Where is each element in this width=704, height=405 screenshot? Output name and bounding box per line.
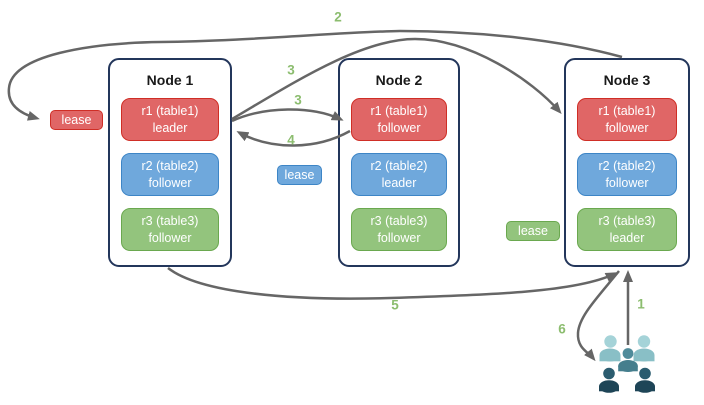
replica-role: follower (148, 175, 192, 190)
arrow-step-5-node1-to-node3 (167, 267, 618, 300)
step-label-3a: 3 (287, 62, 295, 78)
replica-name: r1 (table1) (370, 104, 428, 119)
replica-role: follower (377, 230, 421, 245)
step-label-2: 2 (334, 9, 342, 25)
lease-label-r3: lease (506, 221, 560, 241)
replica-role: leader (152, 120, 188, 135)
step-label-4: 4 (287, 132, 295, 148)
node-2-title: Node 2 (375, 72, 423, 88)
replica-role: follower (377, 120, 421, 135)
replica-name: r1 (table1) (598, 104, 656, 119)
arrow-step-3-leader-to-node2-follower (231, 108, 344, 123)
replica-role: leader (381, 175, 417, 190)
replica-name: r3 (table3) (141, 214, 199, 229)
person-front-left (599, 367, 619, 393)
node-2-replica-r3: r3 (table3) follower (351, 208, 447, 251)
node-3-replica-r1: r1 (table1) follower (577, 98, 677, 141)
node-3-replica-r3: r3 (table3) leader (577, 208, 677, 251)
replica-name: r2 (table2) (598, 159, 656, 174)
arrow-step-2-node3-to-lease (7, 29, 623, 121)
step-label-1: 1 (637, 296, 645, 312)
node-1-box: Node 1 r1 (table1) leader r2 (table2) fo… (108, 58, 232, 267)
person-back-right (633, 335, 655, 362)
replica-name: r3 (table3) (370, 214, 428, 229)
person-back-left (599, 335, 621, 362)
node-3-title: Node 3 (603, 72, 651, 88)
node-1-replica-r2: r2 (table2) follower (121, 153, 219, 196)
replica-role: follower (148, 230, 192, 245)
step-label-3b: 3 (294, 92, 302, 108)
replica-name: r1 (table1) (141, 104, 199, 119)
node-1-replica-r3: r3 (table3) follower (121, 208, 219, 251)
person-middle (618, 348, 638, 372)
replica-name: r2 (table2) (141, 159, 199, 174)
lease-label-r1: lease (50, 110, 103, 130)
node-2-replica-r1: r1 (table1) follower (351, 98, 447, 141)
node-2-box: Node 2 r1 (table1) follower r2 (table2) … (338, 58, 460, 267)
users-icon (599, 335, 655, 393)
replica-role: leader (609, 230, 645, 245)
lease-label-r2: lease (277, 165, 322, 185)
replica-role: follower (605, 175, 649, 190)
step-label-6: 6 (558, 321, 566, 337)
replica-name: r3 (table3) (598, 214, 656, 229)
node-3-box: Node 3 r1 (table1) follower r2 (table2) … (564, 58, 690, 267)
node-1-replica-r1: r1 (table1) leader (121, 98, 219, 141)
person-front-right (635, 367, 655, 393)
node-1-title: Node 1 (146, 72, 194, 88)
step-label-5: 5 (391, 297, 399, 313)
node-2-replica-r2: r2 (table2) leader (351, 153, 447, 196)
replica-role: follower (605, 120, 649, 135)
replica-name: r2 (table2) (370, 159, 428, 174)
node-3-replica-r2: r2 (table2) follower (577, 153, 677, 196)
